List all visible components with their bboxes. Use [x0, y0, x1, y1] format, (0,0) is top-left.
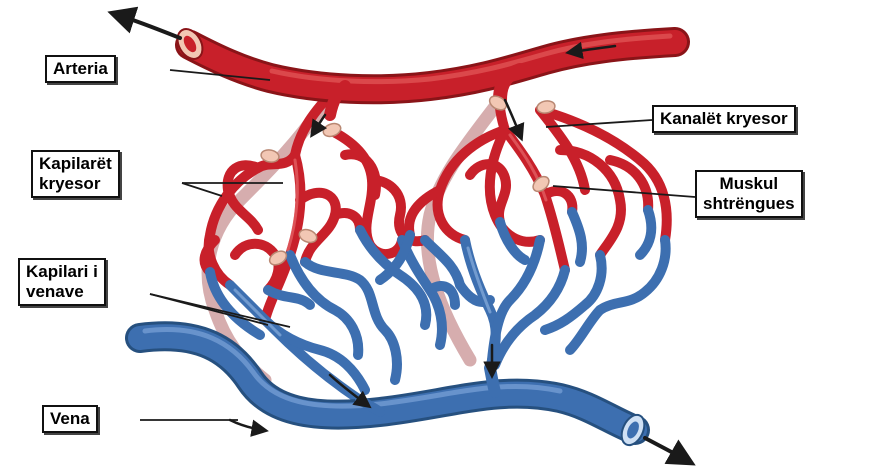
label-arteria-text: Arteria	[53, 59, 108, 79]
label-kanalet-kryesor: Kanalët kryesor	[652, 105, 796, 133]
artery-vessel	[172, 25, 675, 115]
label-vena: Vena	[42, 405, 98, 433]
label-kapilaret-kryesor-line1: Kapilarët	[39, 154, 112, 174]
flow-arrow-artery-out	[118, 15, 180, 38]
label-kapilari-venave-line1: Kapilari i	[26, 262, 98, 282]
label-kanalet-kryesor-text: Kanalët kryesor	[660, 109, 788, 129]
label-vena-text: Vena	[50, 409, 90, 429]
label-kapilari-venave: Kapilari i venave	[18, 258, 106, 306]
label-arteria: Arteria	[45, 55, 116, 83]
label-kapilaret-kryesor: Kapilarët kryesor	[31, 150, 120, 198]
label-muskul-shtrengues-line1: Muskul	[703, 174, 795, 194]
label-kapilaret-kryesor-line2: kryesor	[39, 174, 112, 194]
flow-arrow-vein-left	[230, 420, 262, 430]
venous-capillaries	[210, 210, 666, 400]
label-kapilari-venave-line2: venave	[26, 282, 98, 302]
label-muskul-shtrengues-line2: shtrëngues	[703, 194, 795, 214]
leader-kapilaret-a	[182, 183, 222, 196]
flow-arrow-vein-out	[645, 438, 686, 460]
label-muskul-shtrengues: Muskul shtrëngues	[695, 170, 803, 218]
